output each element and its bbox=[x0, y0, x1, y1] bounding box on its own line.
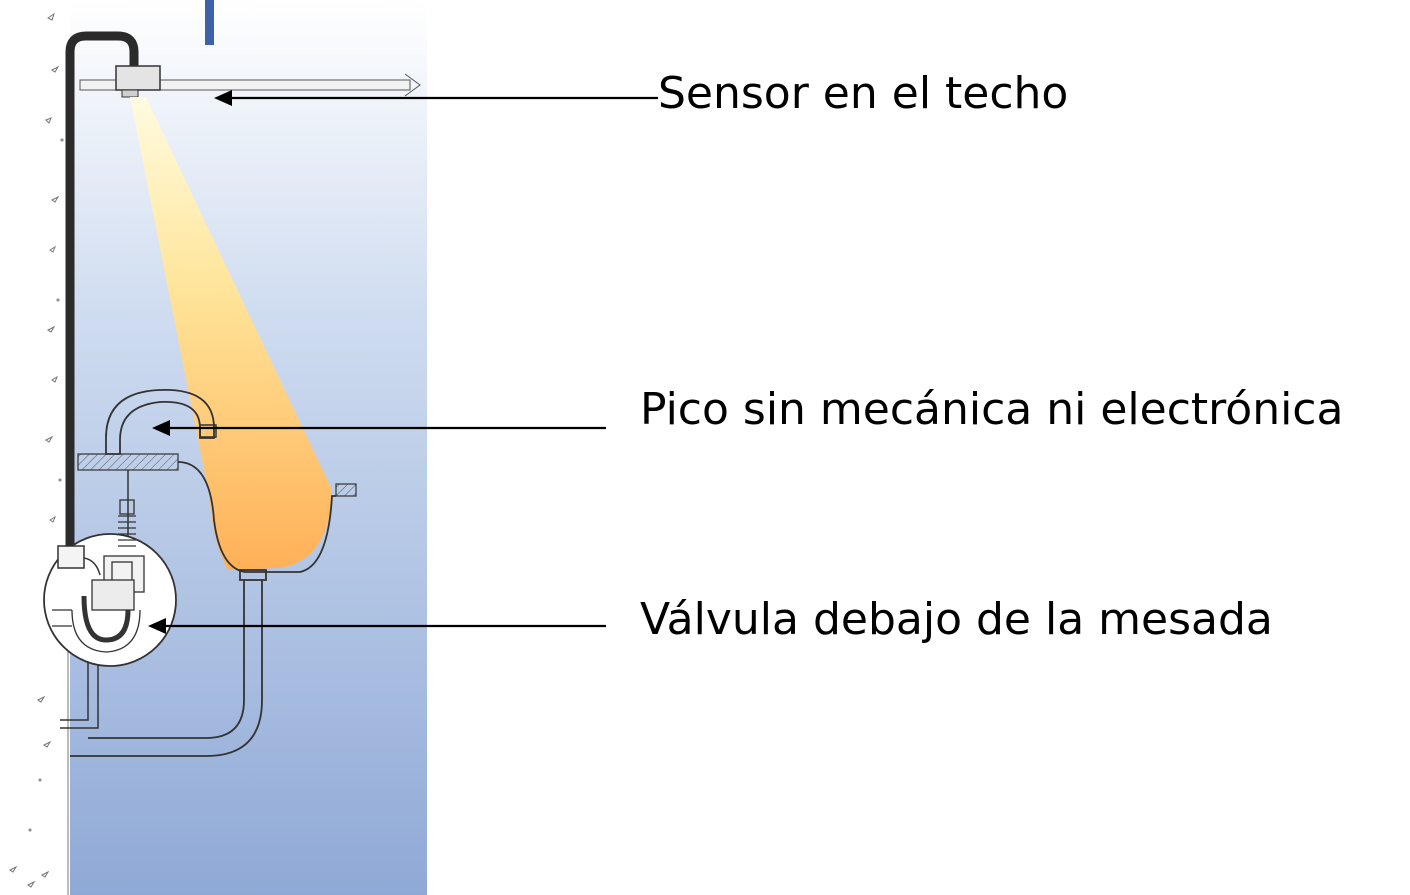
arrowheads bbox=[148, 90, 232, 634]
label-valve: Válvula debajo de la mesada bbox=[640, 594, 1273, 645]
arrowhead-valve bbox=[148, 618, 166, 634]
basin bbox=[177, 461, 336, 573]
arrowhead-spout bbox=[152, 420, 170, 436]
spout bbox=[105, 389, 215, 455]
arrowhead-sensor bbox=[214, 90, 232, 106]
title-bar-fragment bbox=[205, 0, 214, 45]
detection-beam bbox=[130, 97, 332, 570]
concrete-wall bbox=[9, 12, 69, 895]
ceiling-slab bbox=[79, 73, 421, 97]
label-spout: Pico sin mecánica ni electrónica bbox=[640, 384, 1344, 435]
supply-pipe bbox=[65, 31, 139, 550]
leader-lines bbox=[162, 96, 658, 628]
valve-inset bbox=[43, 499, 177, 667]
spout-tip bbox=[199, 424, 217, 438]
drain-trap bbox=[70, 569, 267, 757]
label-sensor-ceiling: Sensor en el techo bbox=[658, 68, 1069, 119]
